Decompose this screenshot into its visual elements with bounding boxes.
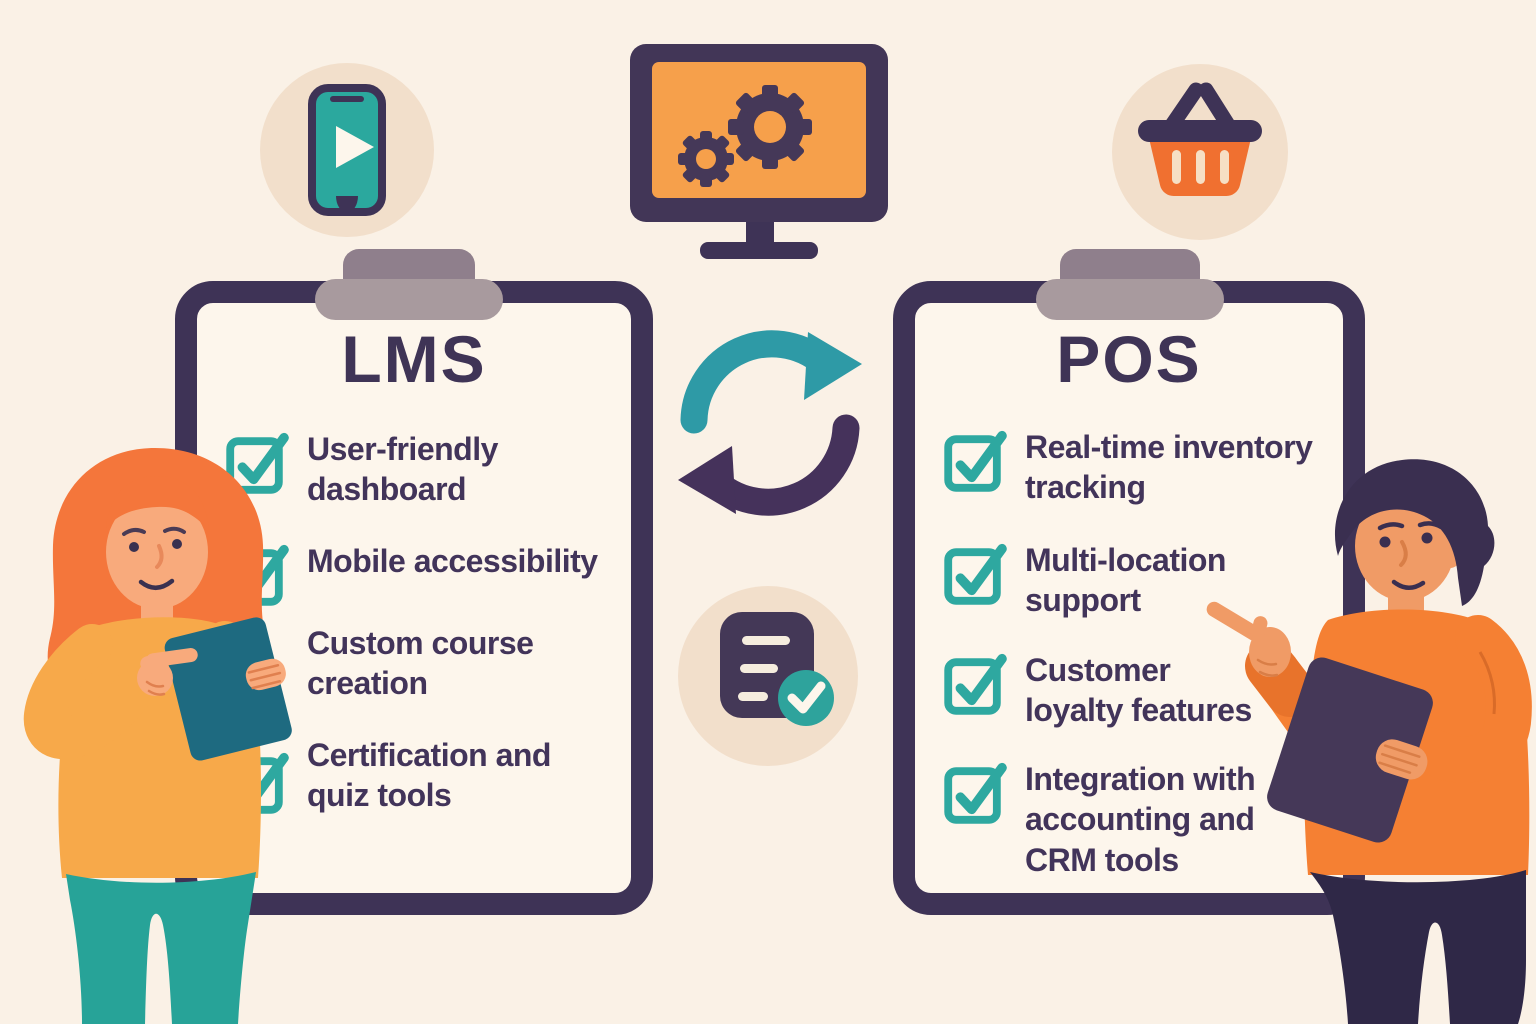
man-with-tablet-figure	[1206, 459, 1532, 1024]
sync-arrows-icon	[678, 330, 862, 516]
lms-item-label: User-friendly dashboard	[307, 431, 498, 508]
lms-card-title: LMS	[341, 322, 487, 396]
pos-item-label: Real-time inventory tracking	[1025, 429, 1313, 506]
pos-card: POS Real-time inventory tracking Multi-l…	[893, 281, 1365, 915]
pos-item-label: Customer loyalty features	[1025, 652, 1252, 729]
lms-item-label: Custom course creation	[307, 625, 534, 702]
pos-item-row: Integration with accounting and CRM tool…	[943, 757, 1415, 880]
lms-clipboard-clip-bar	[315, 279, 503, 320]
pos-item-label: Integration with accounting and CRM tool…	[1025, 761, 1256, 878]
pos-card-title: POS	[1056, 322, 1202, 396]
pos-clipboard-clip-bar	[1036, 279, 1224, 320]
lms-item-label: Certification and quiz tools	[307, 737, 551, 814]
checkbox-checked-icon	[944, 653, 1007, 715]
woman-pants	[66, 872, 256, 1024]
checkbox-checked-icon	[944, 430, 1007, 492]
pos-item-label: Multi-location support	[1025, 542, 1226, 619]
pos-item-row: Real-time inventory tracking	[943, 425, 1415, 508]
gear-large	[728, 85, 812, 169]
gear-small	[678, 131, 734, 187]
monitor-gears-icon	[630, 44, 888, 259]
mobile-phone-play-icon	[308, 84, 386, 216]
lms-item-row: Custom course creation	[225, 621, 697, 704]
pos-item-row: Multi-location support	[943, 538, 1415, 621]
pos-item-row: Customer loyalty features	[943, 648, 1415, 731]
shopping-basket-icon	[1138, 82, 1262, 197]
checkbox-checked-icon	[226, 432, 289, 494]
lms-item-row: User-friendly dashboard	[225, 427, 697, 510]
woman-with-tablet-figure	[23, 448, 292, 1024]
man-pants	[1310, 870, 1526, 1024]
man-hair	[1334, 459, 1495, 606]
purple-tablet	[1267, 657, 1433, 843]
checkbox-checked-icon	[944, 762, 1007, 824]
lms-item-label: Mobile accessibility	[307, 543, 598, 579]
document-check-icon	[720, 612, 834, 726]
woman-pointing-hand	[137, 648, 198, 696]
checkbox-checked-icon	[944, 543, 1007, 605]
man-pointing-hand	[1206, 601, 1291, 677]
woman-face	[106, 495, 208, 609]
